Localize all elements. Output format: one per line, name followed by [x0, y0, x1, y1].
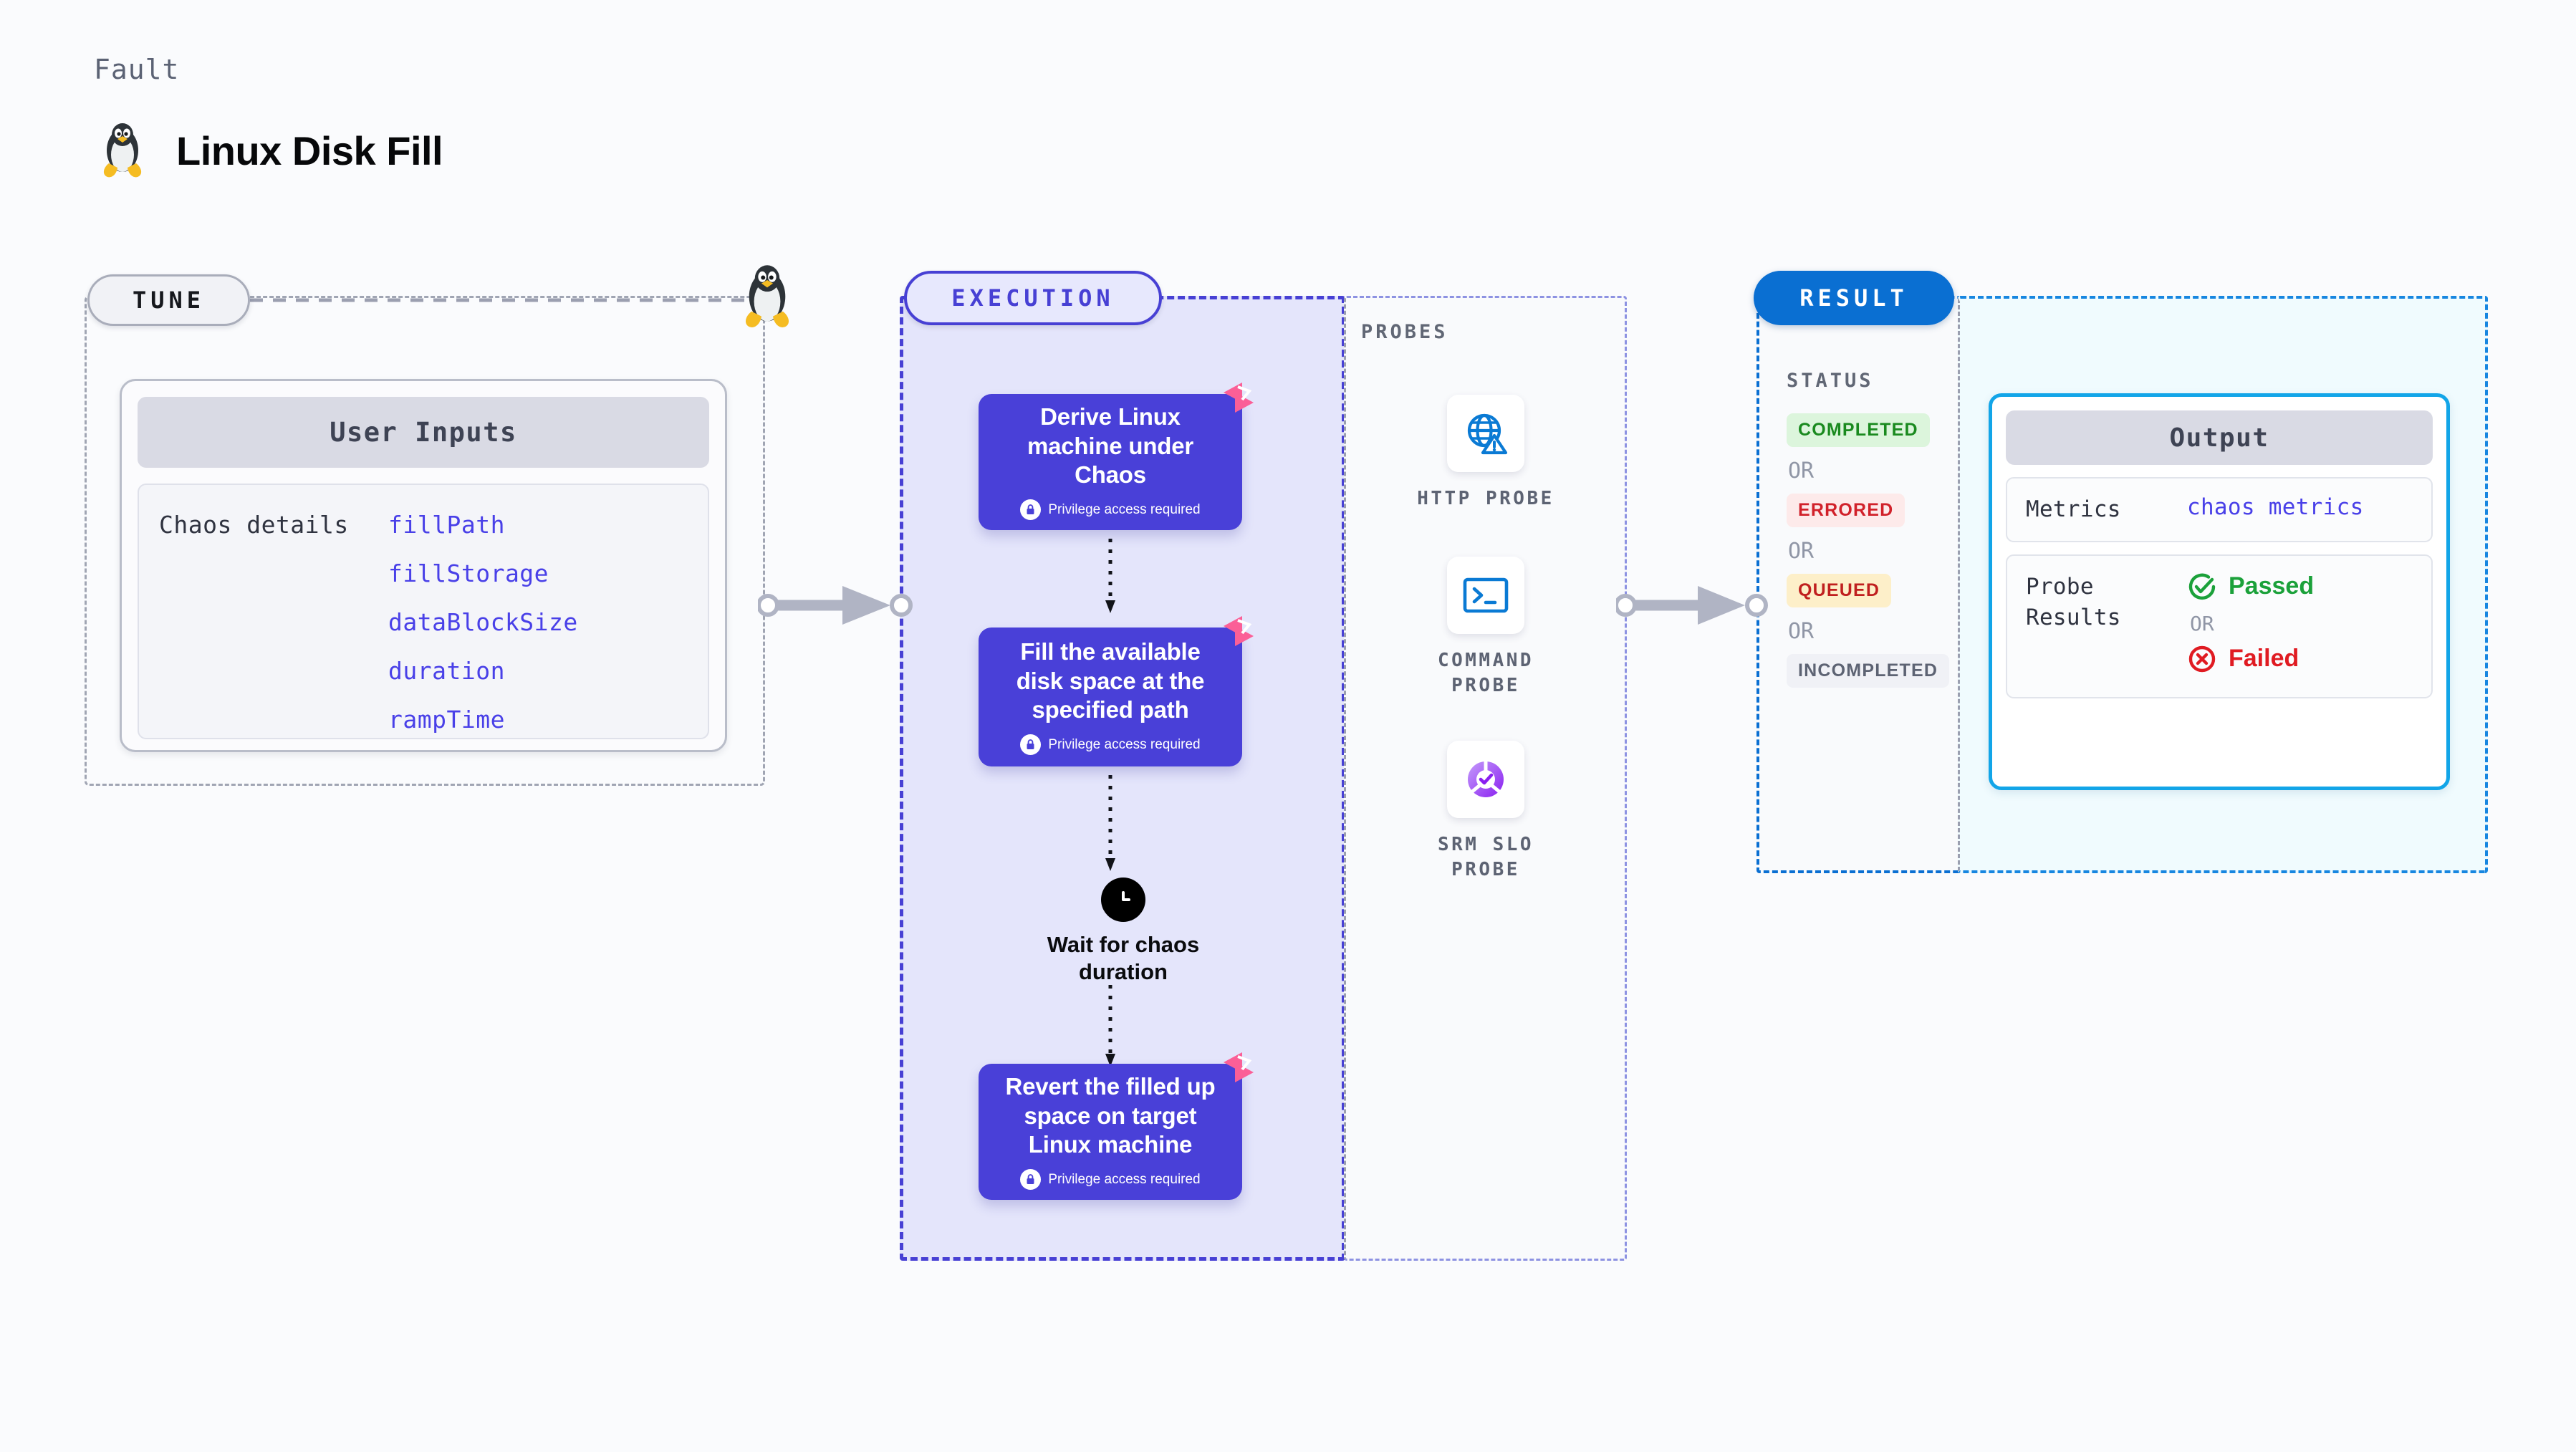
lock-icon [1020, 499, 1042, 521]
page-title: Linux Disk Fill [176, 128, 443, 173]
execution-arrow-2-to-wait [1105, 775, 1115, 871]
output-title: Output [2006, 410, 2433, 465]
probe-result-or: OR [2190, 611, 2214, 635]
probe-label-command: COMMAND PROBE [1437, 650, 1534, 696]
probe-result-failed: Failed [2187, 644, 2314, 674]
page-title-row: Linux Disk Fill [100, 122, 443, 179]
probe-item-http[interactable]: HTTP PROBE [1403, 395, 1568, 511]
chaos-details-values: fillPath fillStorage dataBlockSize durat… [388, 511, 578, 738]
status-badge-completed: COMPLETED [1787, 413, 1930, 447]
check-circle-icon [2187, 572, 2217, 602]
tune-inputs-body: Chaos details fillPath fillStorage dataB… [138, 484, 709, 739]
execution-arrow-wait-to-3 [1105, 985, 1115, 1067]
chaos-details-key: Chaos details [159, 511, 349, 539]
page-eyebrow: Fault [94, 54, 180, 85]
connector-probes-to-result [1616, 586, 1768, 625]
probe-result-passed: Passed [2187, 572, 2314, 602]
execution-step-card-2[interactable]: Fill the available disk space at the spe… [979, 616, 1254, 766]
x-circle-icon [2187, 644, 2217, 674]
probe-label-http: HTTP PROBE [1417, 488, 1554, 509]
probe-item-srm-slo[interactable]: SRM SLO PROBE [1403, 741, 1568, 882]
probes-section-label: PROBES [1361, 321, 1448, 343]
tune-input-datablocksize[interactable]: dataBlockSize [388, 608, 578, 636]
tune-region [85, 296, 765, 786]
probe-label-srm-slo: SRM SLO PROBE [1437, 834, 1534, 880]
status-or-3: OR [1788, 619, 1815, 644]
tune-input-fillstorage[interactable]: fillStorage [388, 559, 549, 587]
execution-step-card-3[interactable]: Revert the filled up space on target Lin… [979, 1052, 1254, 1200]
passed-label: Passed [2229, 572, 2315, 600]
globe-warning-icon [1447, 395, 1524, 472]
tune-stage-pill[interactable]: TUNE [87, 274, 250, 326]
execution-step-card-1[interactable]: Derive Linux machine under Chaos Privile… [979, 383, 1254, 530]
status-badge-incompleted: INCOMPLETED [1787, 654, 1950, 688]
result-stage-pill[interactable]: RESULT [1754, 271, 1954, 325]
chaos-experiment-badge-icon [1216, 609, 1261, 653]
status-badge-list: COMPLETED OR ERRORED OR QUEUED OR INCOMP… [1787, 413, 1951, 688]
execution-step-title-1: Derive Linux machine under Chaos [1027, 403, 1194, 489]
privilege-text-1: Privilege access required [1048, 501, 1201, 517]
metrics-value-link[interactable]: chaos metrics [2187, 494, 2364, 520]
chaos-experiment-badge-icon [1216, 375, 1261, 420]
failed-label: Failed [2229, 645, 2299, 673]
linux-penguin-icon [100, 122, 145, 179]
probe-item-command[interactable]: COMMAND PROBE [1403, 557, 1568, 698]
probe-results-values: Passed OR Failed [2187, 572, 2314, 674]
output-metrics-row: Metrics chaos metrics [2006, 477, 2433, 542]
privilege-text-2: Privilege access required [1048, 736, 1201, 752]
wait-for-chaos-duration-node: Wait for chaos duration [1024, 878, 1222, 986]
tune-top-dashed-connector [250, 298, 766, 302]
privilege-text-3: Privilege access required [1048, 1171, 1201, 1187]
chaos-experiment-badge-icon [1216, 1045, 1261, 1090]
execution-step-privilege-1: Privilege access required [1020, 499, 1201, 521]
execution-step-privilege-3: Privilege access required [1020, 1169, 1201, 1191]
wait-node-label: Wait for chaos duration [1047, 932, 1200, 985]
status-section-label: STATUS [1787, 370, 1874, 392]
connector-tune-to-execution [758, 586, 913, 625]
status-badge-errored: ERRORED [1787, 494, 1905, 527]
tune-input-fillpath[interactable]: fillPath [388, 511, 505, 539]
user-inputs-title: User Inputs [138, 397, 709, 468]
slo-check-icon [1447, 741, 1524, 818]
terminal-icon [1447, 557, 1524, 634]
tune-input-ramptime[interactable]: rampTime [388, 706, 505, 734]
status-badge-queued: QUEUED [1787, 574, 1892, 607]
clock-icon [1101, 878, 1145, 922]
lock-icon [1020, 734, 1042, 756]
execution-stage-pill[interactable]: EXECUTION [904, 271, 1162, 325]
execution-step-title-3: Revert the filled up space on target Lin… [1005, 1072, 1216, 1158]
tune-user-inputs-card: User Inputs Chaos details fillPath fillS… [120, 379, 727, 752]
execution-step-title-2: Fill the available disk space at the spe… [1016, 638, 1205, 723]
linux-penguin-connector-icon [741, 264, 793, 330]
metrics-key: Metrics [2026, 496, 2121, 522]
probe-results-key: Probe Results [2026, 573, 2121, 630]
execution-arrow-1-to-2 [1105, 539, 1115, 613]
status-or-2: OR [1788, 539, 1815, 564]
tune-input-duration[interactable]: duration [388, 657, 505, 685]
output-probe-results-row: Probe Results Passed OR [2006, 554, 2433, 698]
status-or-1: OR [1788, 458, 1815, 484]
output-card: Output Metrics chaos metrics Probe Resul… [1989, 393, 2450, 790]
lock-icon [1020, 1169, 1042, 1191]
execution-step-privilege-2: Privilege access required [1020, 734, 1201, 756]
